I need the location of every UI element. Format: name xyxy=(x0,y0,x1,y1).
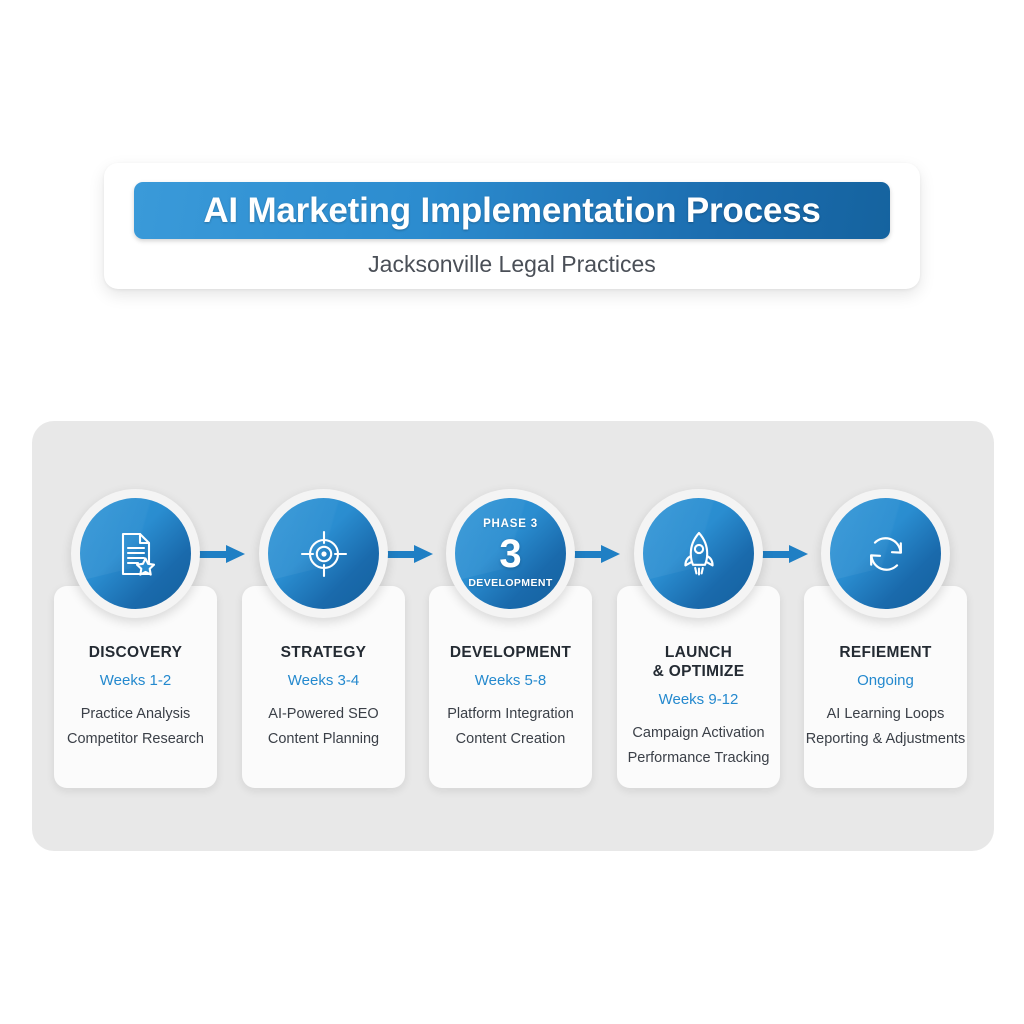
phase-1-card: DISCOVERY Weeks 1-2 Practice Analysis Co… xyxy=(54,586,217,788)
rocket-icon xyxy=(672,527,726,581)
phase-5[interactable]: REFIEMENT Ongoing AI Learning Loops Repo… xyxy=(804,421,967,851)
title-banner: AI Marketing Implementation Process xyxy=(134,182,890,239)
phase-4-title: LAUNCH & OPTIMIZE xyxy=(652,644,745,680)
phase-1-item: Practice Analysis xyxy=(80,705,191,722)
document-star-icon xyxy=(109,527,163,581)
arrow-head xyxy=(414,545,433,563)
refresh-cycle-icon xyxy=(858,526,914,582)
phase-2-item: Content Planning xyxy=(267,730,380,747)
phase-3-circle: PHASE 3 3 DEVELOPMENT xyxy=(455,498,566,609)
arrow-shaft xyxy=(372,551,418,558)
phase-3[interactable]: PHASE 3 3 DEVELOPMENT DEVELOPMENT Weeks … xyxy=(429,421,592,851)
phase-flow: DISCOVERY Weeks 1-2 Practice Analysis Co… xyxy=(32,421,994,851)
phase-3-badge-number: 3 xyxy=(499,531,522,576)
phase-3-card: DEVELOPMENT Weeks 5-8 Platform Integrati… xyxy=(429,586,592,788)
phase-5-item: AI Learning Loops xyxy=(826,705,945,722)
phase-5-period: Ongoing xyxy=(857,671,914,689)
page-subtitle: Jacksonville Legal Practices xyxy=(368,251,656,277)
phase-3-item: Content Creation xyxy=(455,730,566,747)
arrow-head xyxy=(601,545,620,563)
phase-1-item: Competitor Research xyxy=(67,730,204,747)
phase-4[interactable]: LAUNCH & OPTIMIZE Weeks 9-12 Campaign Ac… xyxy=(617,421,780,851)
phase-2-period: Weeks 3-4 xyxy=(287,671,360,689)
target-crosshair-icon xyxy=(296,526,352,582)
phase-5-items: AI Learning Loops Reporting & Adjustment… xyxy=(806,704,966,750)
phase-4-badge xyxy=(634,489,763,618)
phase-3-item: Platform Integration xyxy=(447,705,574,722)
phase-4-card: LAUNCH & OPTIMIZE Weeks 9-12 Campaign Ac… xyxy=(617,586,780,788)
header-card: AI Marketing Implementation Process Jack… xyxy=(104,163,920,289)
phase-1-title: DISCOVERY xyxy=(88,644,183,661)
phase-4-items: Campaign Activation Performance Tracking xyxy=(628,723,770,769)
phase-5-item: Reporting & Adjustments xyxy=(805,730,966,747)
phase-1-circle xyxy=(80,498,191,609)
phase-2-items: AI-Powered SEO Content Planning xyxy=(268,704,379,750)
phase-5-badge xyxy=(821,489,950,618)
arrow-shaft xyxy=(184,551,230,558)
arrow-head xyxy=(789,545,808,563)
phase-5-circle xyxy=(830,498,941,609)
next-phase-arrow xyxy=(372,545,438,563)
next-phase-arrow xyxy=(559,545,625,563)
phase-5-card: REFIEMENT Ongoing AI Learning Loops Repo… xyxy=(804,586,967,788)
phase-4-item: Performance Tracking xyxy=(627,749,770,766)
phase-4-period: Weeks 9-12 xyxy=(658,690,739,708)
phase-number-badge: PHASE 3 3 DEVELOPMENT xyxy=(468,518,553,589)
phase-2-card: STRATEGY Weeks 3-4 AI-Powered SEO Conten… xyxy=(242,586,405,788)
arrow-shaft xyxy=(559,551,605,558)
phase-3-badge-caption: DEVELOPMENT xyxy=(468,576,553,589)
arrow-shaft xyxy=(747,551,793,558)
phase-1[interactable]: DISCOVERY Weeks 1-2 Practice Analysis Co… xyxy=(54,421,217,851)
next-phase-arrow xyxy=(747,545,813,563)
phase-5-title: REFIEMENT xyxy=(839,644,932,661)
phase-3-title: DEVELOPMENT xyxy=(449,644,572,661)
phase-2-circle xyxy=(268,498,379,609)
phase-3-period: Weeks 5-8 xyxy=(474,671,547,689)
phase-2-item: AI-Powered SEO xyxy=(268,705,379,722)
phase-3-badge-kicker: PHASE 3 xyxy=(483,518,538,530)
phase-3-items: Platform Integration Content Creation xyxy=(447,704,574,750)
phase-2[interactable]: STRATEGY Weeks 3-4 AI-Powered SEO Conten… xyxy=(242,421,405,851)
phase-2-title: STRATEGY xyxy=(280,644,367,661)
phase-3-badge: PHASE 3 3 DEVELOPMENT xyxy=(446,489,575,618)
next-phase-arrow xyxy=(184,545,250,563)
phase-1-items: Practice Analysis Competitor Research xyxy=(67,704,204,750)
phase-4-circle xyxy=(643,498,754,609)
arrow-head xyxy=(226,545,245,563)
phase-1-badge xyxy=(71,489,200,618)
process-panel: DISCOVERY Weeks 1-2 Practice Analysis Co… xyxy=(32,421,994,851)
phase-1-period: Weeks 1-2 xyxy=(99,671,172,689)
page-title: AI Marketing Implementation Process xyxy=(203,190,821,230)
phase-4-item: Campaign Activation xyxy=(632,724,765,741)
phase-2-badge xyxy=(259,489,388,618)
